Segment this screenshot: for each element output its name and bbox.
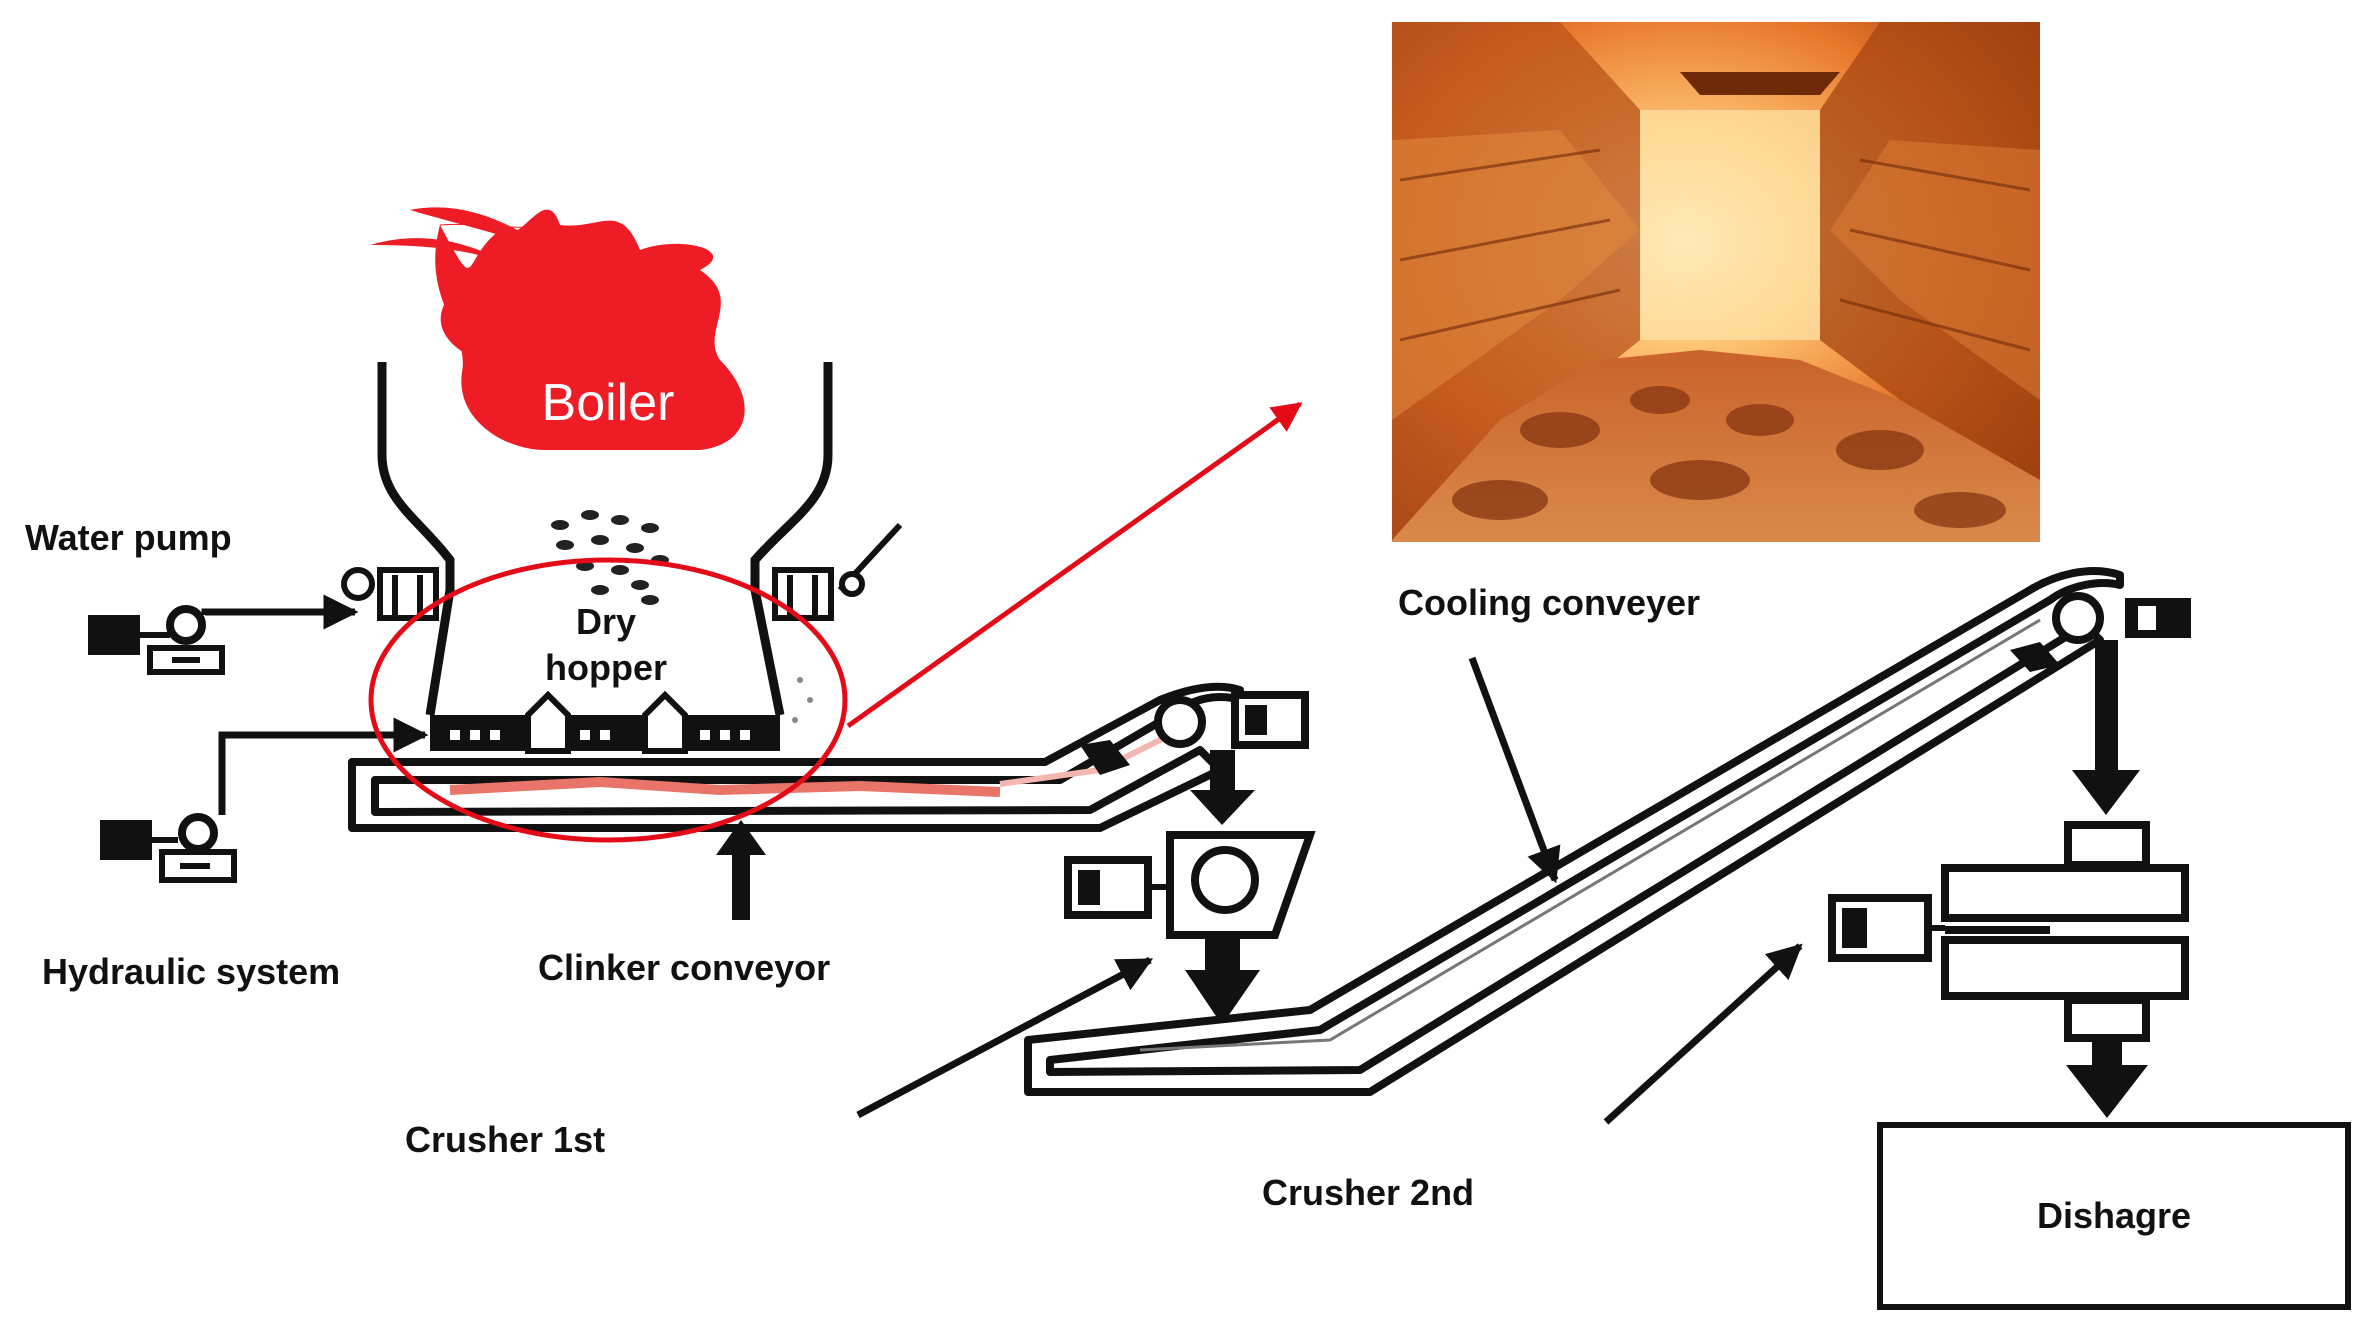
crusher-2nd-arrow-icon: [1603, 943, 1803, 1125]
motor-icon: [88, 615, 140, 655]
pump-icon: [166, 605, 206, 645]
flame-icon: [435, 209, 745, 450]
conveyor-head-pulley: [1154, 696, 1206, 748]
water-pump-label: Water pump: [25, 517, 232, 558]
cooling-conveyer: [1024, 566, 2191, 1096]
cooling-arrow-icon: [1468, 656, 1561, 884]
dry-hopper: [377, 362, 833, 716]
highlight-arrow-icon: [846, 401, 1303, 729]
dry-hopper-label-line2: hopper: [545, 647, 667, 688]
crusher-2nd-label: Crusher 2nd: [1262, 1172, 1474, 1213]
crusher-1st-arrow-icon: [856, 956, 1154, 1119]
crusher-1st-label: Crusher 1st: [405, 1119, 605, 1160]
cooling-conveyer-label: Cooling conveyer: [1398, 582, 1700, 623]
hydraulic-system-label: Hydraulic system: [42, 951, 340, 992]
pump-icon: [178, 813, 218, 853]
clinker-conveyor-label: Clinker conveyor: [538, 947, 830, 988]
boiler-label: Boiler: [542, 374, 675, 432]
crusher-1st: [1064, 750, 1316, 1025]
discharge-label: Dishagre: [2037, 1195, 2191, 1236]
boiler-flame: Boiler: [370, 207, 745, 450]
conveyor-head-pulley: [2052, 592, 2104, 644]
furnace-photo: [1392, 22, 2040, 542]
falling-ash: [551, 510, 669, 605]
hopper-valve-right: [772, 522, 903, 621]
motor-icon: [100, 820, 152, 860]
highlight-ellipse: [368, 557, 848, 843]
clinker-arrow-icon: [716, 820, 766, 920]
dry-hopper-label-line1: Dry: [576, 601, 636, 642]
hydraulic-system: [100, 717, 429, 883]
hopper-grate: [430, 677, 813, 754]
clinker-conveyor: [348, 682, 1309, 832]
water-pump: [88, 594, 359, 675]
crusher-2nd: [1828, 640, 2189, 1118]
discharge-box: [1877, 1122, 2351, 1310]
motor-icon: [2125, 598, 2191, 638]
